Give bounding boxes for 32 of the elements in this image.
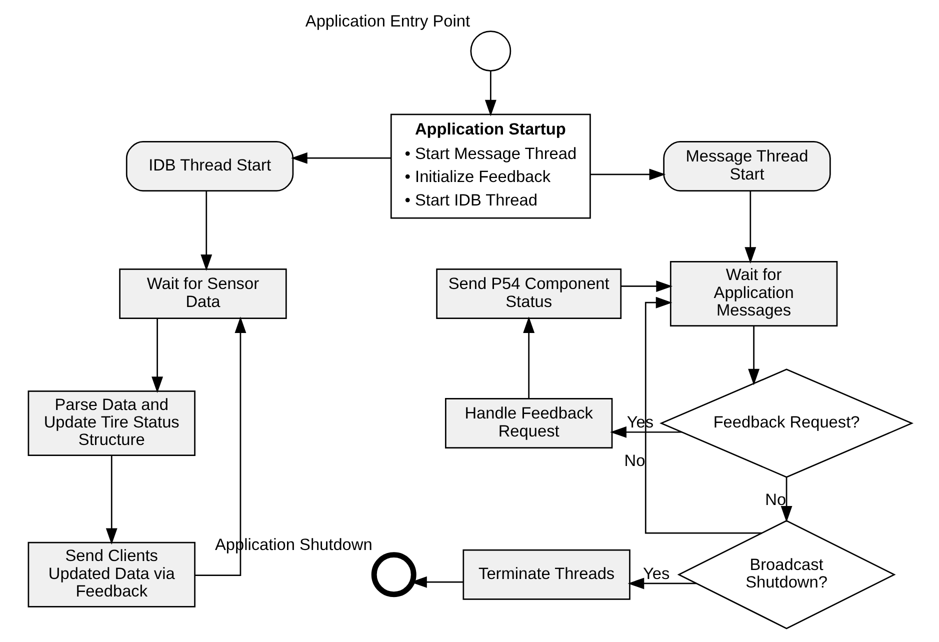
edge-label: Yes <box>642 564 670 583</box>
arrow <box>780 477 792 522</box>
arrow <box>105 455 117 545</box>
arrow <box>748 326 760 386</box>
arrow <box>744 190 756 264</box>
arrow <box>590 168 666 180</box>
arrow <box>151 318 163 394</box>
arrow <box>644 296 762 534</box>
node-box: IDB Thread Start <box>125 141 294 192</box>
arrow <box>484 71 496 116</box>
node-box: Terminate Threads <box>462 549 630 600</box>
node-box: Send Clients Updated Data via Feedback <box>27 542 195 608</box>
node-circle <box>470 30 511 72</box>
edge-label: No <box>764 491 786 510</box>
node-box: Send P54 Component Status <box>436 268 622 319</box>
arrow <box>200 190 212 271</box>
arrow <box>610 426 682 438</box>
node-label: Application Entry Point <box>304 12 470 31</box>
node-box: Wait for Application Messages <box>669 261 838 326</box>
node-box: Handle Feedback Request <box>444 398 612 448</box>
node-box: Message Thread Start <box>662 141 830 192</box>
node-box: Wait for Sensor Data <box>118 268 286 319</box>
arrow <box>522 316 534 398</box>
arrow <box>290 152 390 164</box>
arrow <box>620 280 672 292</box>
arrow <box>627 578 696 590</box>
node-diamond: Broadcast Shutdown? <box>676 520 896 630</box>
node-box: Application Startup • Start Message Thread • Initialize Feedback • Start IDB Thread <box>390 114 590 219</box>
node-circle <box>370 552 416 598</box>
node-box: Parse Data and Update Tire Status Structure <box>27 390 195 456</box>
arrow <box>194 316 246 576</box>
edge-label: No <box>624 452 645 470</box>
